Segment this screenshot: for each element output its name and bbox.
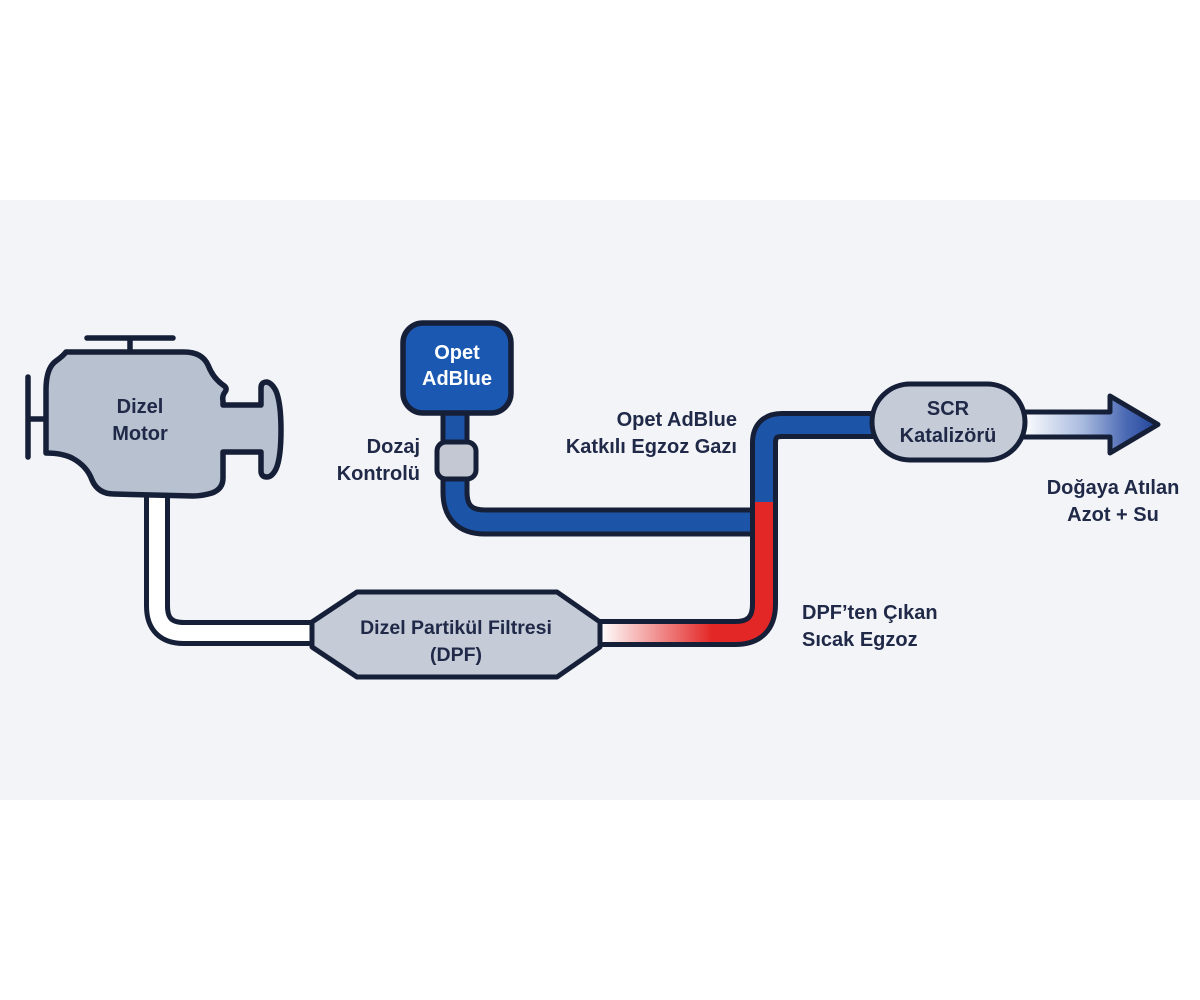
dosage-control-label-line2: Kontrolü <box>336 463 420 485</box>
dosage-control-label: Dozaj Kontrolü <box>278 434 420 488</box>
dpf-label-line1: Dizel Partikül Filtresi <box>360 617 552 639</box>
engine-label-line2: Motor <box>112 423 168 445</box>
adblue-tank-label: Opet AdBlue <box>403 340 511 392</box>
engine-label-line1: Dizel <box>116 396 164 418</box>
adblue-tank-label-line2: AdBlue <box>422 368 492 390</box>
adblue-feed-pipe <box>445 408 757 532</box>
hot-exhaust-label-line1: DPF’ten Çıkan <box>802 602 938 624</box>
engine-label: Dizel Motor <box>60 394 220 448</box>
hot-exhaust-label: DPF’ten Çıkan Sıcak Egzoz <box>802 600 1012 654</box>
treated-exhaust-pipe <box>755 416 885 502</box>
scr-catalyst-shape <box>869 381 1028 463</box>
diesel-engine-shape <box>25 335 284 499</box>
tailpipe-arrow <box>1017 393 1161 456</box>
dosage-valve <box>434 439 479 482</box>
nature-outlet-label: Doğaya Atılan Azot + Su <box>1018 475 1200 529</box>
dpf-shape <box>309 589 603 680</box>
engine-exhaust-pipe <box>149 468 330 641</box>
treated-exhaust-label: Opet AdBlue Katkılı Egzoz Gazı <box>497 407 737 461</box>
adblue-tank-label-line1: Opet <box>434 342 480 364</box>
dpf-label-line2: (DPF) <box>430 644 482 666</box>
nature-outlet-label-line2: Azot + Su <box>1067 504 1159 526</box>
scr-catalyst-label-line1: SCR <box>926 398 970 420</box>
scr-catalyst-label-line2: Katalizörü <box>899 425 997 447</box>
hot-exhaust-label-line2: Sıcak Egzoz <box>802 629 918 651</box>
dosage-control-label-line1: Dozaj <box>366 436 420 458</box>
nature-outlet-label-line1: Doğaya Atılan <box>1046 477 1180 499</box>
scr-catalyst-label: SCR Katalizörü <box>868 396 1028 450</box>
engine-body <box>43 349 284 499</box>
dpf-label: Dizel Partikül Filtresi (DPF) <box>316 615 596 669</box>
hot-exhaust-pipe <box>597 500 773 642</box>
adblue-tank <box>400 320 514 416</box>
treated-exhaust-label-line1: Opet AdBlue <box>616 409 737 431</box>
treated-exhaust-label-line2: Katkılı Egzoz Gazı <box>565 436 737 458</box>
diagram-background-band <box>0 200 1200 800</box>
